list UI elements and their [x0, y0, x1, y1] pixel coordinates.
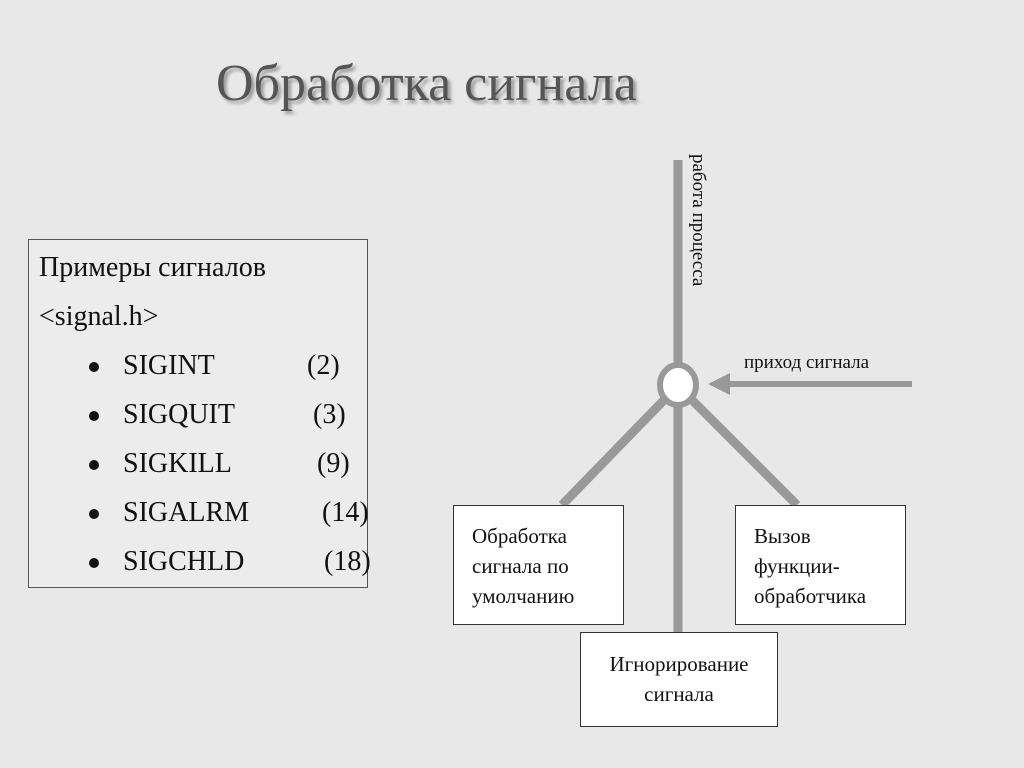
box-text-line: обработчика	[754, 584, 867, 608]
signal-node	[657, 362, 699, 408]
signal-number: (9)	[317, 448, 350, 479]
box-text-line: функции-	[754, 554, 840, 578]
handler-call-box: Вызов функции- обработчика	[735, 505, 906, 625]
signal-examples-box: Примеры сигналов <signal.h> SIGINT (2) S…	[28, 239, 371, 588]
box-text-line: Игнорирование	[609, 652, 749, 676]
box-text-line: сигнала	[644, 682, 714, 706]
signal-name: SIGALRM	[123, 497, 250, 528]
bullet-icon	[89, 411, 99, 421]
signal-arrival-label: приход сигнала	[744, 352, 870, 373]
ignore-signal-box: Игнорирование сигнала	[580, 632, 778, 727]
handler-branch-line	[688, 396, 801, 509]
bullet-icon	[89, 509, 99, 519]
bullet-icon	[89, 460, 99, 470]
bullet-icon	[89, 362, 99, 372]
signal-number: (2)	[307, 350, 340, 381]
default-handling-box: Обработка сигнала по умолчанию	[453, 505, 624, 625]
signal-name: SIGINT	[123, 350, 215, 381]
process-work-label: работа процесса	[688, 154, 709, 287]
page-title: Обработка сигнала	[216, 55, 637, 112]
default-branch-line	[558, 396, 668, 509]
signal-number: (18)	[324, 546, 371, 577]
box-text-line: Вызов	[754, 524, 811, 548]
signal-examples-heading: Примеры сигналов	[39, 252, 266, 283]
bullet-icon	[89, 558, 99, 568]
signal-number: (3)	[313, 399, 346, 430]
box-text-line: Обработка	[472, 524, 567, 548]
signal-number: (14)	[322, 497, 369, 528]
arrow-head-icon	[708, 373, 730, 395]
signal-name: SIGCHLD	[123, 546, 245, 577]
signal-name: SIGKILL	[123, 448, 232, 479]
box-text-line: сигнала по	[472, 554, 569, 578]
signal-header-file: <signal.h>	[39, 301, 159, 332]
box-text-line: умолчанию	[472, 584, 575, 608]
signal-name: SIGQUIT	[123, 399, 235, 430]
